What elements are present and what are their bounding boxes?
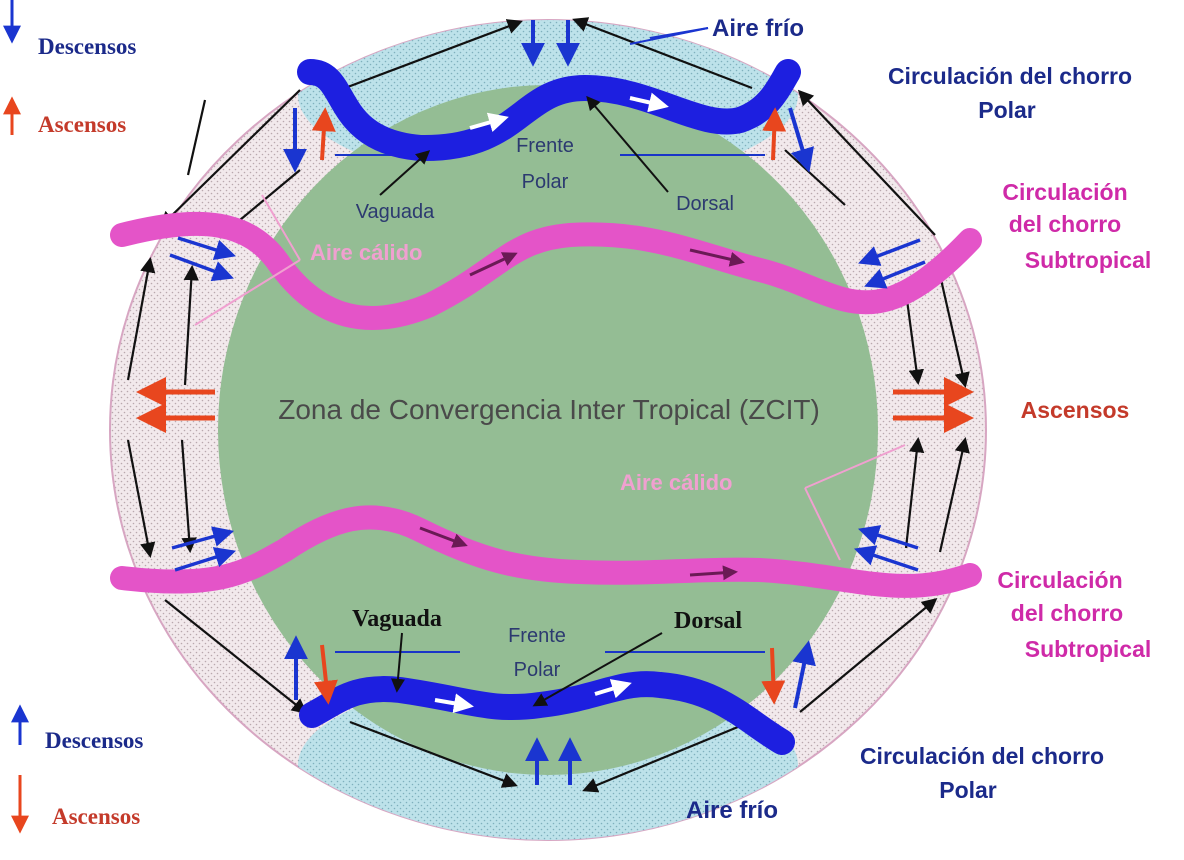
north-labels: Aire frío Circulación del chorro Polar F…: [310, 15, 1151, 273]
north-polar-jet-label-1: Circulación del chorro: [888, 63, 1132, 89]
north-warm-air-label: Aire cálido: [310, 240, 422, 265]
south-subtropical-jet-label-3: Subtropical: [1025, 636, 1152, 662]
zcit-ascent-arrows: [136, 377, 974, 433]
legend-bottom-descent-label: Descensos: [45, 728, 143, 753]
zcit-label: Zona de Convergencia Inter Tropical (ZCI…: [278, 394, 820, 425]
north-polar-jet-label-2: Polar: [978, 97, 1036, 123]
north-cold-air-label: Aire frío: [712, 15, 804, 42]
north-subtropical-jet-label-2: del chorro: [1009, 211, 1121, 237]
south-subtropical-jet-label-2: del chorro: [1011, 600, 1123, 626]
circulation-cells: [126, 17, 970, 793]
legend-top: Descensos Ascensos: [3, 0, 136, 137]
north-polar-front-label-1: Frente: [516, 135, 574, 157]
south-cold-air-label: Aire frío: [686, 797, 778, 824]
legend-top-ascent-label: Ascensos: [38, 112, 126, 137]
south-polar-front-label-2: Polar: [514, 659, 561, 681]
south-warm-air-label: Aire cálido: [620, 470, 732, 495]
vertical-motion-arrows: [283, 20, 816, 785]
north-subtropical-jet-label-1: Circulación: [1002, 179, 1127, 205]
north-polar-front-label-2: Polar: [522, 171, 569, 193]
globe: [109, 19, 987, 841]
horizontal-flow-arrows: [169, 236, 926, 572]
subtropical-jet-south: [110, 505, 982, 598]
legend-bottom: Descensos Ascensos: [11, 704, 143, 834]
label-pointers: [379, 27, 709, 707]
north-ridge-label: Dorsal: [676, 193, 734, 215]
equator-labels: Zona de Convergencia Inter Tropical (ZCI…: [278, 394, 1129, 425]
legend-top-descent-label: Descensos: [38, 34, 136, 59]
south-polar-jet-label-2: Polar: [939, 777, 997, 803]
equator-ascents-label: Ascensos: [1021, 397, 1130, 423]
polar-jet-north: [297, 59, 801, 162]
north-trough-label: Vaguada: [356, 201, 435, 223]
south-ridge-label: Dorsal: [674, 608, 742, 634]
south-polar-jet-label-1: Circulación del chorro: [860, 743, 1104, 769]
north-subtropical-jet-label-3: Subtropical: [1025, 247, 1152, 273]
south-polar-front-label-1: Frente: [508, 625, 566, 647]
legend-bottom-ascent-label: Ascensos: [52, 804, 140, 829]
south-labels: Aire cálido Circulación del chorro Subtr…: [352, 470, 1151, 824]
subtropical-jet-north: [110, 211, 982, 330]
south-subtropical-jet-label-1: Circulación: [997, 567, 1122, 593]
south-trough-label: Vaguada: [352, 606, 442, 632]
warm-air-pointers: [194, 194, 906, 561]
